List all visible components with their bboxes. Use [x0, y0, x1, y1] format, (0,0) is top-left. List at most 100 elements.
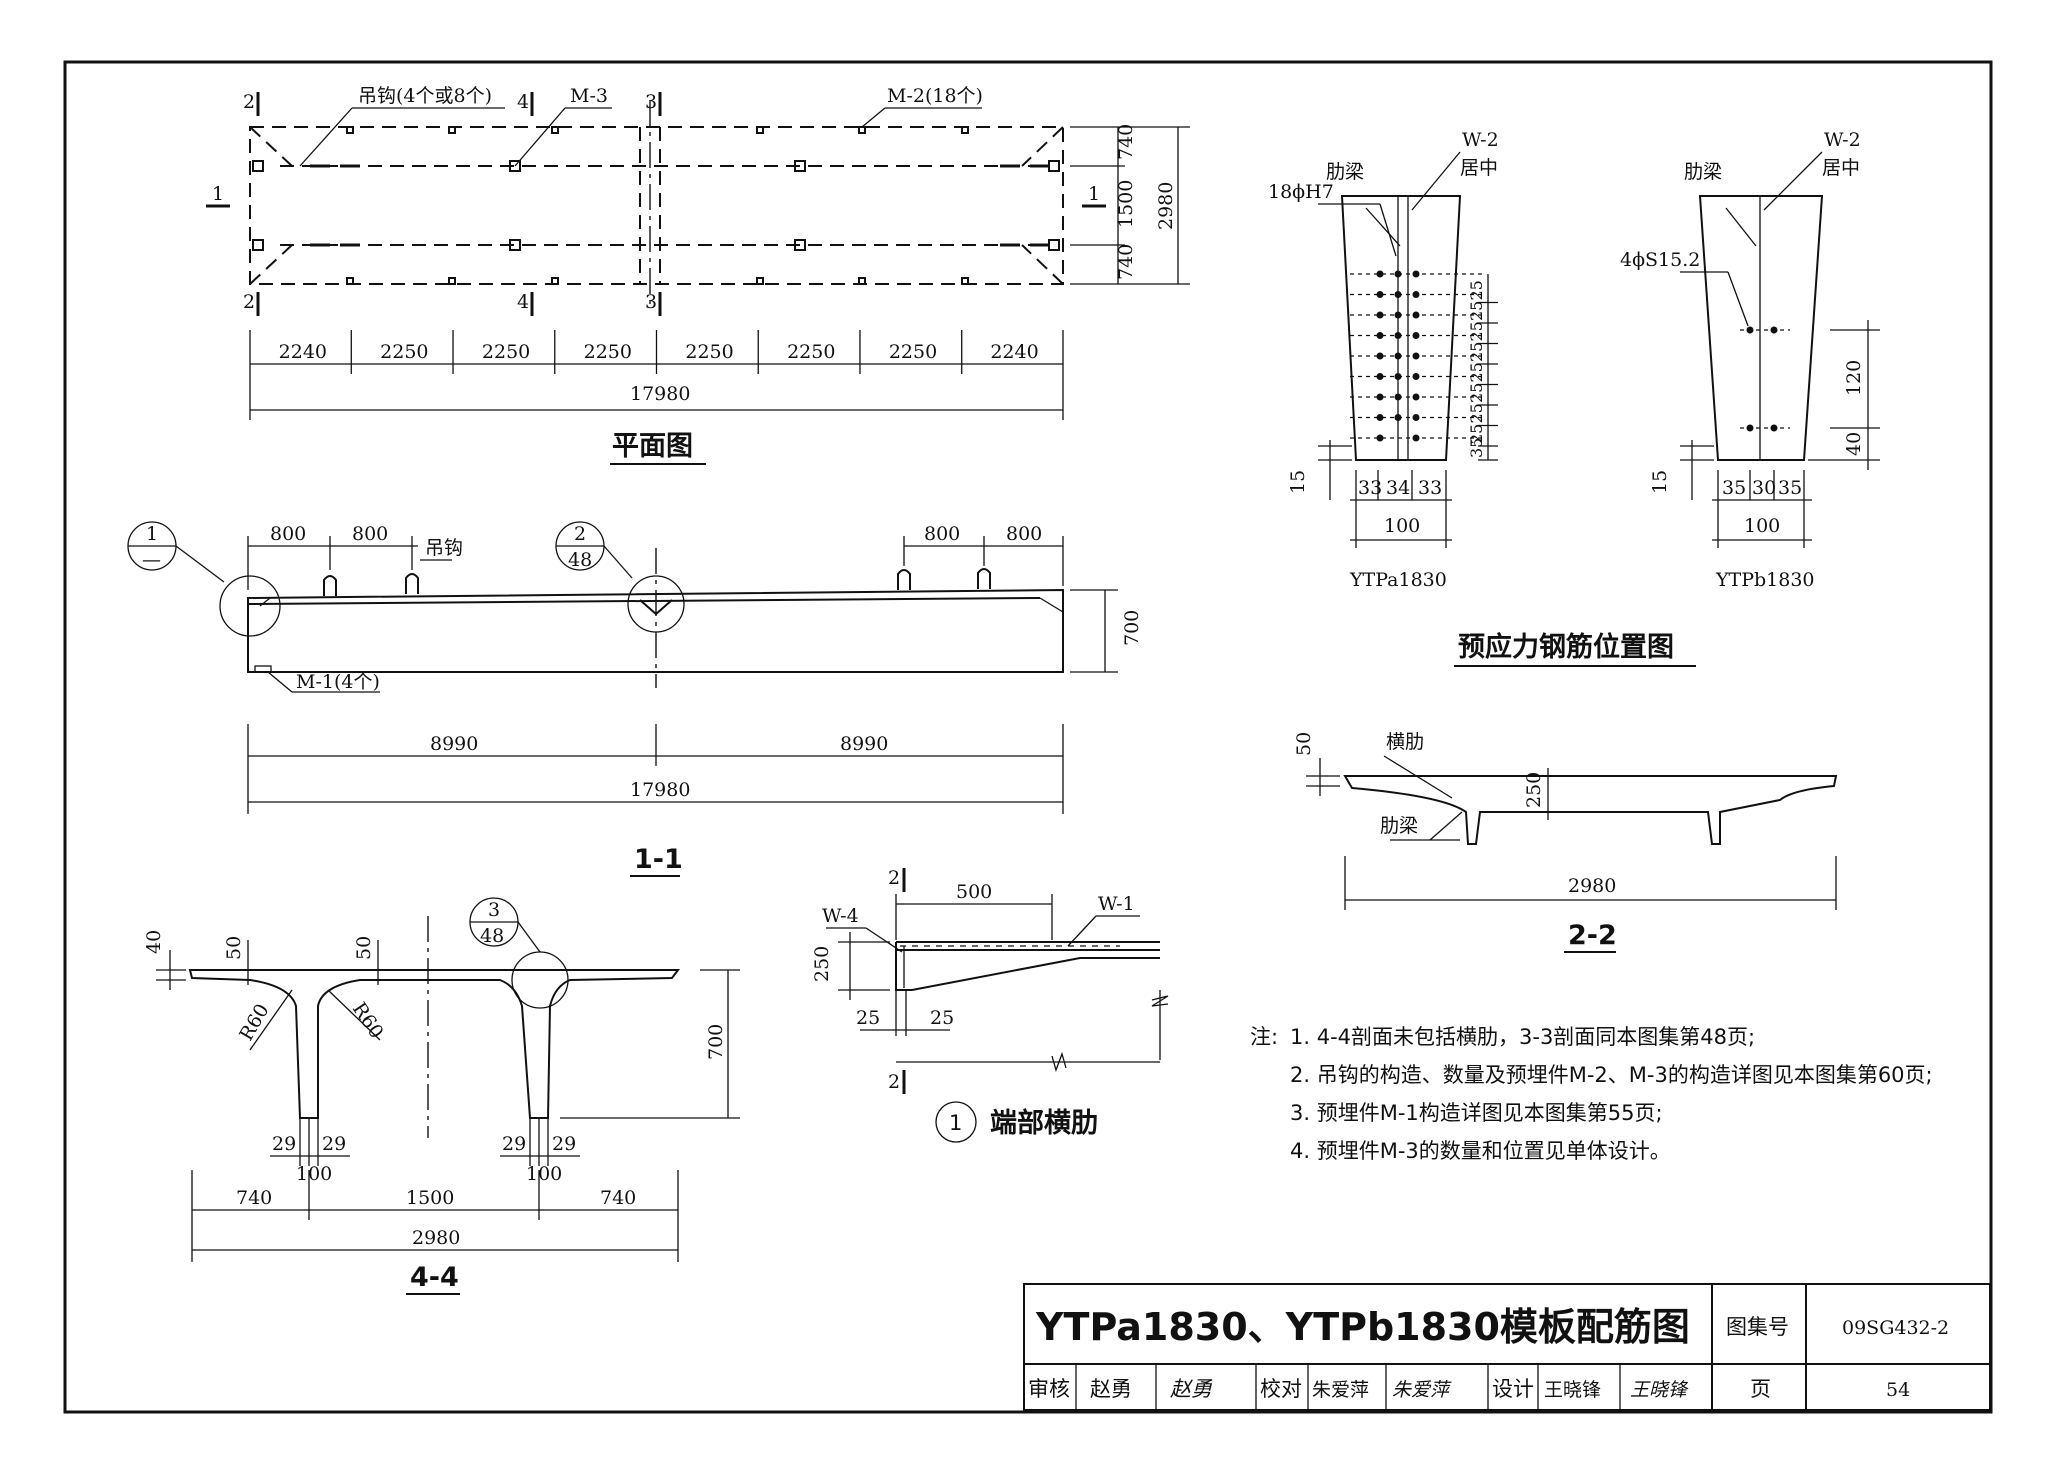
- detail-1-top: 1: [146, 523, 158, 545]
- pb-r40: 40: [1843, 432, 1865, 456]
- check-label: 校对: [1260, 1377, 1302, 1401]
- detail-3-bot: 48: [480, 925, 504, 947]
- title-block: YTPa1830、YTPb1830模板配筋图 图集号 09SG432-2 审核 …: [1023, 1283, 1991, 1411]
- end-rib-detail: 2 2 500 W-4 W-1 250 25 25 1 端部横肋: [811, 867, 1169, 1143]
- rebar-dot: [1412, 270, 1420, 278]
- design-label: 设计: [1492, 1377, 1534, 1401]
- s11-d800-3: 800: [924, 523, 960, 545]
- pb-rib: 肋梁: [1684, 161, 1722, 183]
- pa-bars: 18ϕH7: [1268, 181, 1334, 203]
- plan-dim-seg: 2250: [584, 341, 632, 363]
- a-right-dim: 25: [1467, 321, 1486, 341]
- m2-insert: [346, 126, 354, 134]
- plan-dim-total: 17980: [630, 383, 690, 405]
- plan-dim-seg: 2250: [685, 341, 733, 363]
- note-1: 1. 4-4剖面未包括横肋，3-3剖面同本图集第48页;: [1290, 1025, 1755, 1049]
- notes-prefix: 注:: [1250, 1025, 1278, 1049]
- rebar-dot: [1376, 434, 1384, 442]
- m2-insert: [551, 126, 559, 134]
- rebar-dot: [1376, 291, 1384, 298]
- pb-b35a: 35: [1722, 477, 1746, 499]
- s22-title: 2-2: [1568, 920, 1617, 951]
- a-right-dim: 35: [1467, 438, 1486, 458]
- er-d500: 500: [956, 881, 992, 903]
- pa-left-15: 15: [1287, 470, 1309, 494]
- a-right-dim: 25: [1467, 403, 1486, 423]
- plan-mark-2-bot: 2: [243, 291, 255, 313]
- plan-mark-1-right: 1: [1088, 183, 1100, 205]
- plan-mark-3-top: 3: [645, 91, 657, 113]
- a-right-dim: 25: [1467, 362, 1486, 382]
- review-label: 审核: [1028, 1377, 1070, 1401]
- m2-insert: [961, 126, 969, 134]
- s44-r60-left: R60: [235, 1000, 273, 1044]
- er-d250: 250: [811, 946, 833, 982]
- prestress-title: 预应力钢筋位置图: [1458, 631, 1674, 663]
- plan-dim-740-top: 740: [1115, 124, 1137, 160]
- m2-insert: [551, 277, 559, 285]
- rebar-dot: [1394, 352, 1402, 360]
- rebar-dot: [1394, 311, 1402, 319]
- a-right-dim: 25: [1467, 424, 1486, 444]
- a-right-dim: 25: [1467, 383, 1486, 403]
- er-w4: W-4: [822, 905, 859, 927]
- atlas-label: 图集号: [1726, 1315, 1789, 1339]
- s11-label-hook: 吊钩: [425, 537, 463, 559]
- rebar-dot: [1394, 393, 1402, 401]
- s44-d29-c: 29: [502, 1133, 526, 1155]
- s44-total: 2980: [412, 1227, 460, 1249]
- s22-d250: 250: [1523, 772, 1545, 808]
- s44-r60-right: R60: [348, 998, 388, 1042]
- checker-sign: 朱爱萍: [1392, 1379, 1452, 1401]
- m2-insert: [858, 126, 866, 134]
- er-d25-b: 25: [930, 1007, 954, 1029]
- pb-b30: 30: [1752, 477, 1776, 499]
- rebar-dot: [1412, 434, 1420, 442]
- pa-name: YTPa1830: [1349, 569, 1447, 591]
- rebar-dot: [1376, 270, 1384, 278]
- plan-title: 平面图: [612, 431, 693, 462]
- s11-total: 17980: [630, 779, 690, 801]
- plan-dim-seg: 2240: [279, 341, 327, 363]
- s44-d100-b: 100: [526, 1163, 562, 1185]
- rebar-dot: [1394, 414, 1402, 421]
- page-label: 页: [1750, 1377, 1771, 1401]
- plan-dim-seg: 2250: [482, 341, 530, 363]
- note-4: 4. 预埋件M-3的数量和位置见单体设计。: [1290, 1139, 1671, 1163]
- pb-b35b: 35: [1778, 477, 1802, 499]
- s44-d740-right: 740: [600, 1187, 636, 1209]
- designer-sign: 王晓锋: [1630, 1379, 1689, 1401]
- plan-dim-seg: 2250: [380, 341, 428, 363]
- pa-rib: 肋梁: [1326, 161, 1364, 183]
- atlas-no: 09SG432-2: [1842, 1317, 1949, 1339]
- s22-rib: 肋梁: [1380, 815, 1418, 837]
- s11-half-left: 8990: [430, 733, 478, 755]
- rebar-dot: [1394, 270, 1402, 278]
- rebar-dot: [1376, 352, 1384, 360]
- drawing-title: YTPa1830、YTPb1830模板配筋图: [1035, 1305, 1690, 1349]
- s11-half-right: 8990: [840, 733, 888, 755]
- s22-trans-rib: 横肋: [1386, 731, 1424, 753]
- s11-label-m1: M-1(4个): [296, 671, 380, 693]
- reviewer-sign: 赵勇: [1170, 1377, 1213, 1401]
- m2-insert: [756, 277, 764, 285]
- rebar-dot: [1394, 373, 1402, 380]
- pa-w2: W-2: [1462, 129, 1499, 151]
- pb-b100: 100: [1744, 515, 1780, 537]
- s11-d800-4: 800: [1006, 523, 1042, 545]
- plan-dim-740-bot: 740: [1115, 244, 1137, 280]
- s11-h700: 700: [1121, 610, 1143, 646]
- s11-d800-2: 800: [352, 523, 388, 545]
- section-4-4: 3 48 40 50 50 R60 R60 700 29 29 100 29: [143, 897, 740, 1295]
- checker: 朱爱萍: [1312, 1379, 1369, 1401]
- plan-label-m3: M-3: [570, 85, 608, 107]
- plan-mark-1-left: 1: [212, 183, 224, 205]
- s44-d50-right: 50: [353, 936, 375, 960]
- er-w1: W-1: [1098, 893, 1135, 915]
- rebar-dot: [1394, 332, 1402, 339]
- m2-insert: [346, 277, 354, 285]
- m2-insert: [961, 277, 969, 285]
- rebar-dot: [1376, 311, 1384, 319]
